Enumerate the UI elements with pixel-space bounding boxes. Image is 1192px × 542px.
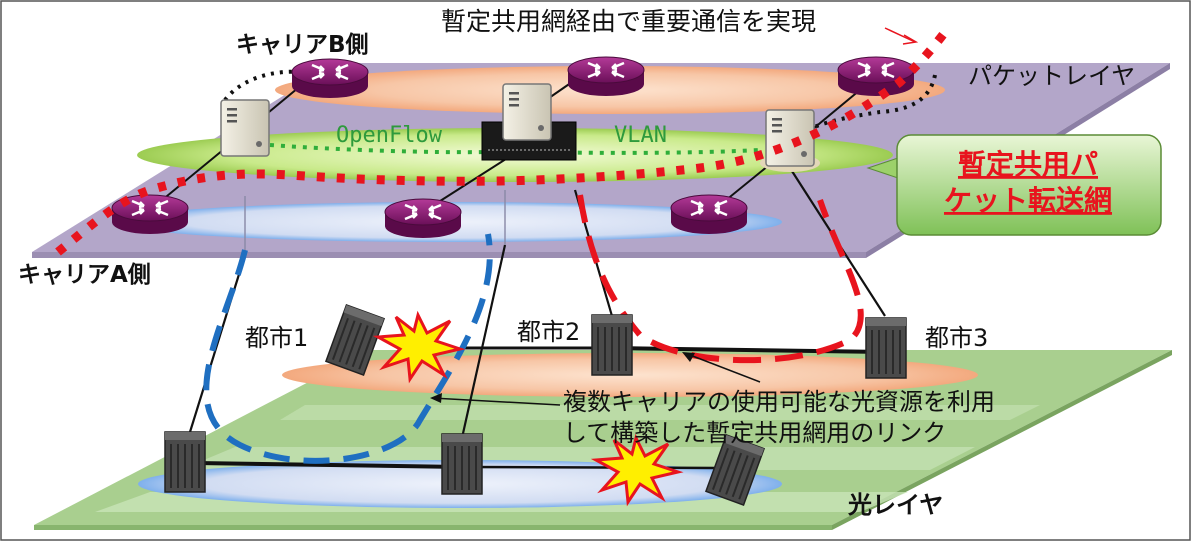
router-carrier-b-right — [836, 55, 916, 98]
optical-links — [195, 346, 887, 470]
router-carrier-a-center — [383, 197, 463, 240]
note-line2: して構築した暫定共用網用のリンク — [563, 419, 946, 447]
city1-label: 都市1 — [245, 324, 308, 352]
title-arrow — [884, 27, 916, 43]
openflow-label: OpenFlow — [336, 123, 443, 148]
router-carrier-a-right — [669, 193, 749, 236]
oxc-lower-center — [441, 433, 483, 495]
optical-layer-label: 光レイヤ — [847, 491, 943, 519]
router-carrier-b-center — [566, 55, 646, 98]
packet-layer-label: パケットレイヤ — [968, 62, 1135, 90]
carrier-b-label: キャリアB側 — [236, 32, 369, 58]
shared-optical-path — [577, 194, 864, 364]
city3-label: 都市3 — [925, 324, 988, 352]
note-arrow-right — [689, 354, 761, 383]
carrier-b-left-path — [223, 69, 301, 102]
oxc-city2 — [591, 314, 633, 376]
server-left — [220, 99, 270, 157]
server-center — [481, 83, 577, 161]
note-arrow-left — [431, 397, 561, 406]
carrier-a-optical-path — [203, 233, 493, 464]
note-line1: 複数キャリアの使用可能な光資源を利用 — [563, 388, 995, 416]
city2-label: 都市2 — [517, 318, 580, 346]
carrier-b-right-path — [811, 74, 937, 130]
carrier-a-label: キャリアA側 — [18, 262, 151, 288]
shared-network-callout: 暫定共用パ ケット転送網 — [866, 134, 1162, 236]
router-carrier-b-left — [290, 57, 370, 100]
vlan-label: VLAN — [614, 123, 667, 148]
callout-line1: 暫定共用パ — [958, 148, 1098, 181]
oxc-city3 — [865, 317, 907, 379]
critical-communication-path — [55, 29, 949, 256]
callout-line2: ケット転送網 — [944, 184, 1112, 217]
oxc-lower-left — [164, 431, 206, 493]
diagram-title: 暫定共用網経由で重要通信を実現 — [441, 7, 816, 36]
server-right — [760, 109, 820, 172]
